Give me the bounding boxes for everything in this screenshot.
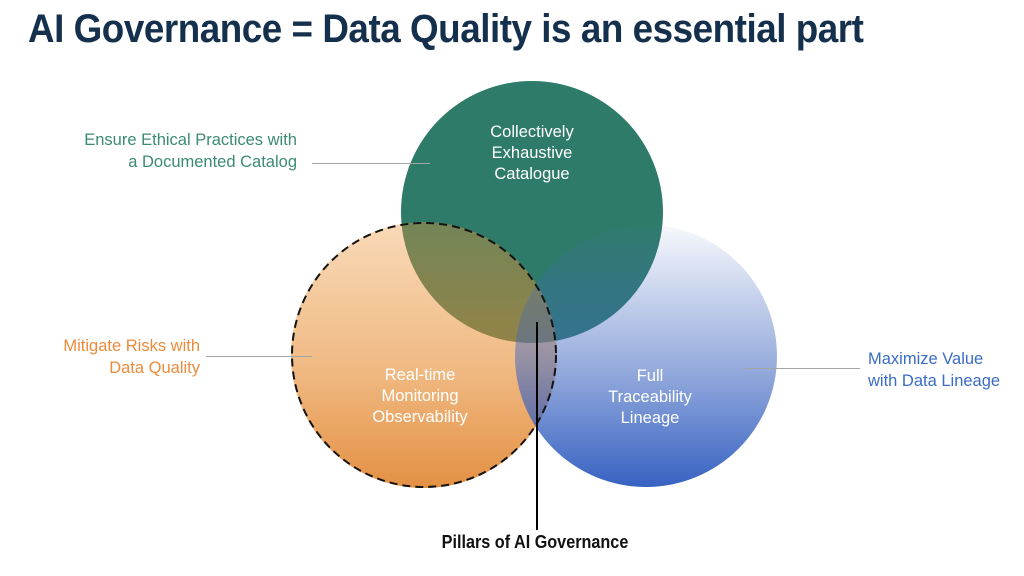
callout-line-text: with Data Lineage — [868, 371, 1001, 390]
callout-catalog: Ensure Ethical Practices with a Document… — [47, 130, 297, 173]
circle-label-line: Exhaustive — [491, 144, 573, 162]
connector-line-catalog — [312, 163, 430, 164]
callout-line-text: a Documented Catalog — [128, 152, 297, 171]
circle-label-catalogue: Collectively Exhaustive Catalogue — [422, 122, 642, 185]
callout-line-text: Data Quality — [109, 358, 200, 377]
circle-label-line: Real-time — [384, 366, 456, 384]
callout-line-text: Ensure Ethical Practices with — [84, 131, 297, 149]
circle-label-monitoring: Real-time Monitoring Observability — [310, 365, 530, 428]
circle-label-line: Collectively — [490, 123, 574, 141]
connector-line-lineage — [744, 368, 860, 369]
circle-lineage — [515, 225, 777, 487]
pillars-caption: Pillars of AI Governance — [441, 532, 629, 552]
circle-label-lineage: Full Traceability Lineage — [540, 366, 760, 429]
circle-label-line: Lineage — [620, 409, 680, 427]
callout-quality: Mitigate Risks with Data Quality — [40, 336, 200, 379]
callout-line-text: Mitigate Risks with — [63, 337, 200, 355]
circle-label-line: Catalogue — [494, 165, 570, 183]
slide-title: AI Governance = Data Quality is an essen… — [28, 7, 864, 51]
circle-label-line: Observability — [372, 408, 468, 426]
circle-label-line: Traceability — [608, 388, 692, 406]
circle-label-line: Monitoring — [381, 387, 459, 405]
callout-line-text: Maximize Value — [868, 350, 984, 368]
circle-label-line: Full — [636, 367, 664, 385]
connector-line-quality — [206, 356, 312, 357]
pillars-pointer-line — [536, 322, 538, 530]
callout-lineage: Maximize Value with Data Lineage — [868, 349, 1024, 392]
